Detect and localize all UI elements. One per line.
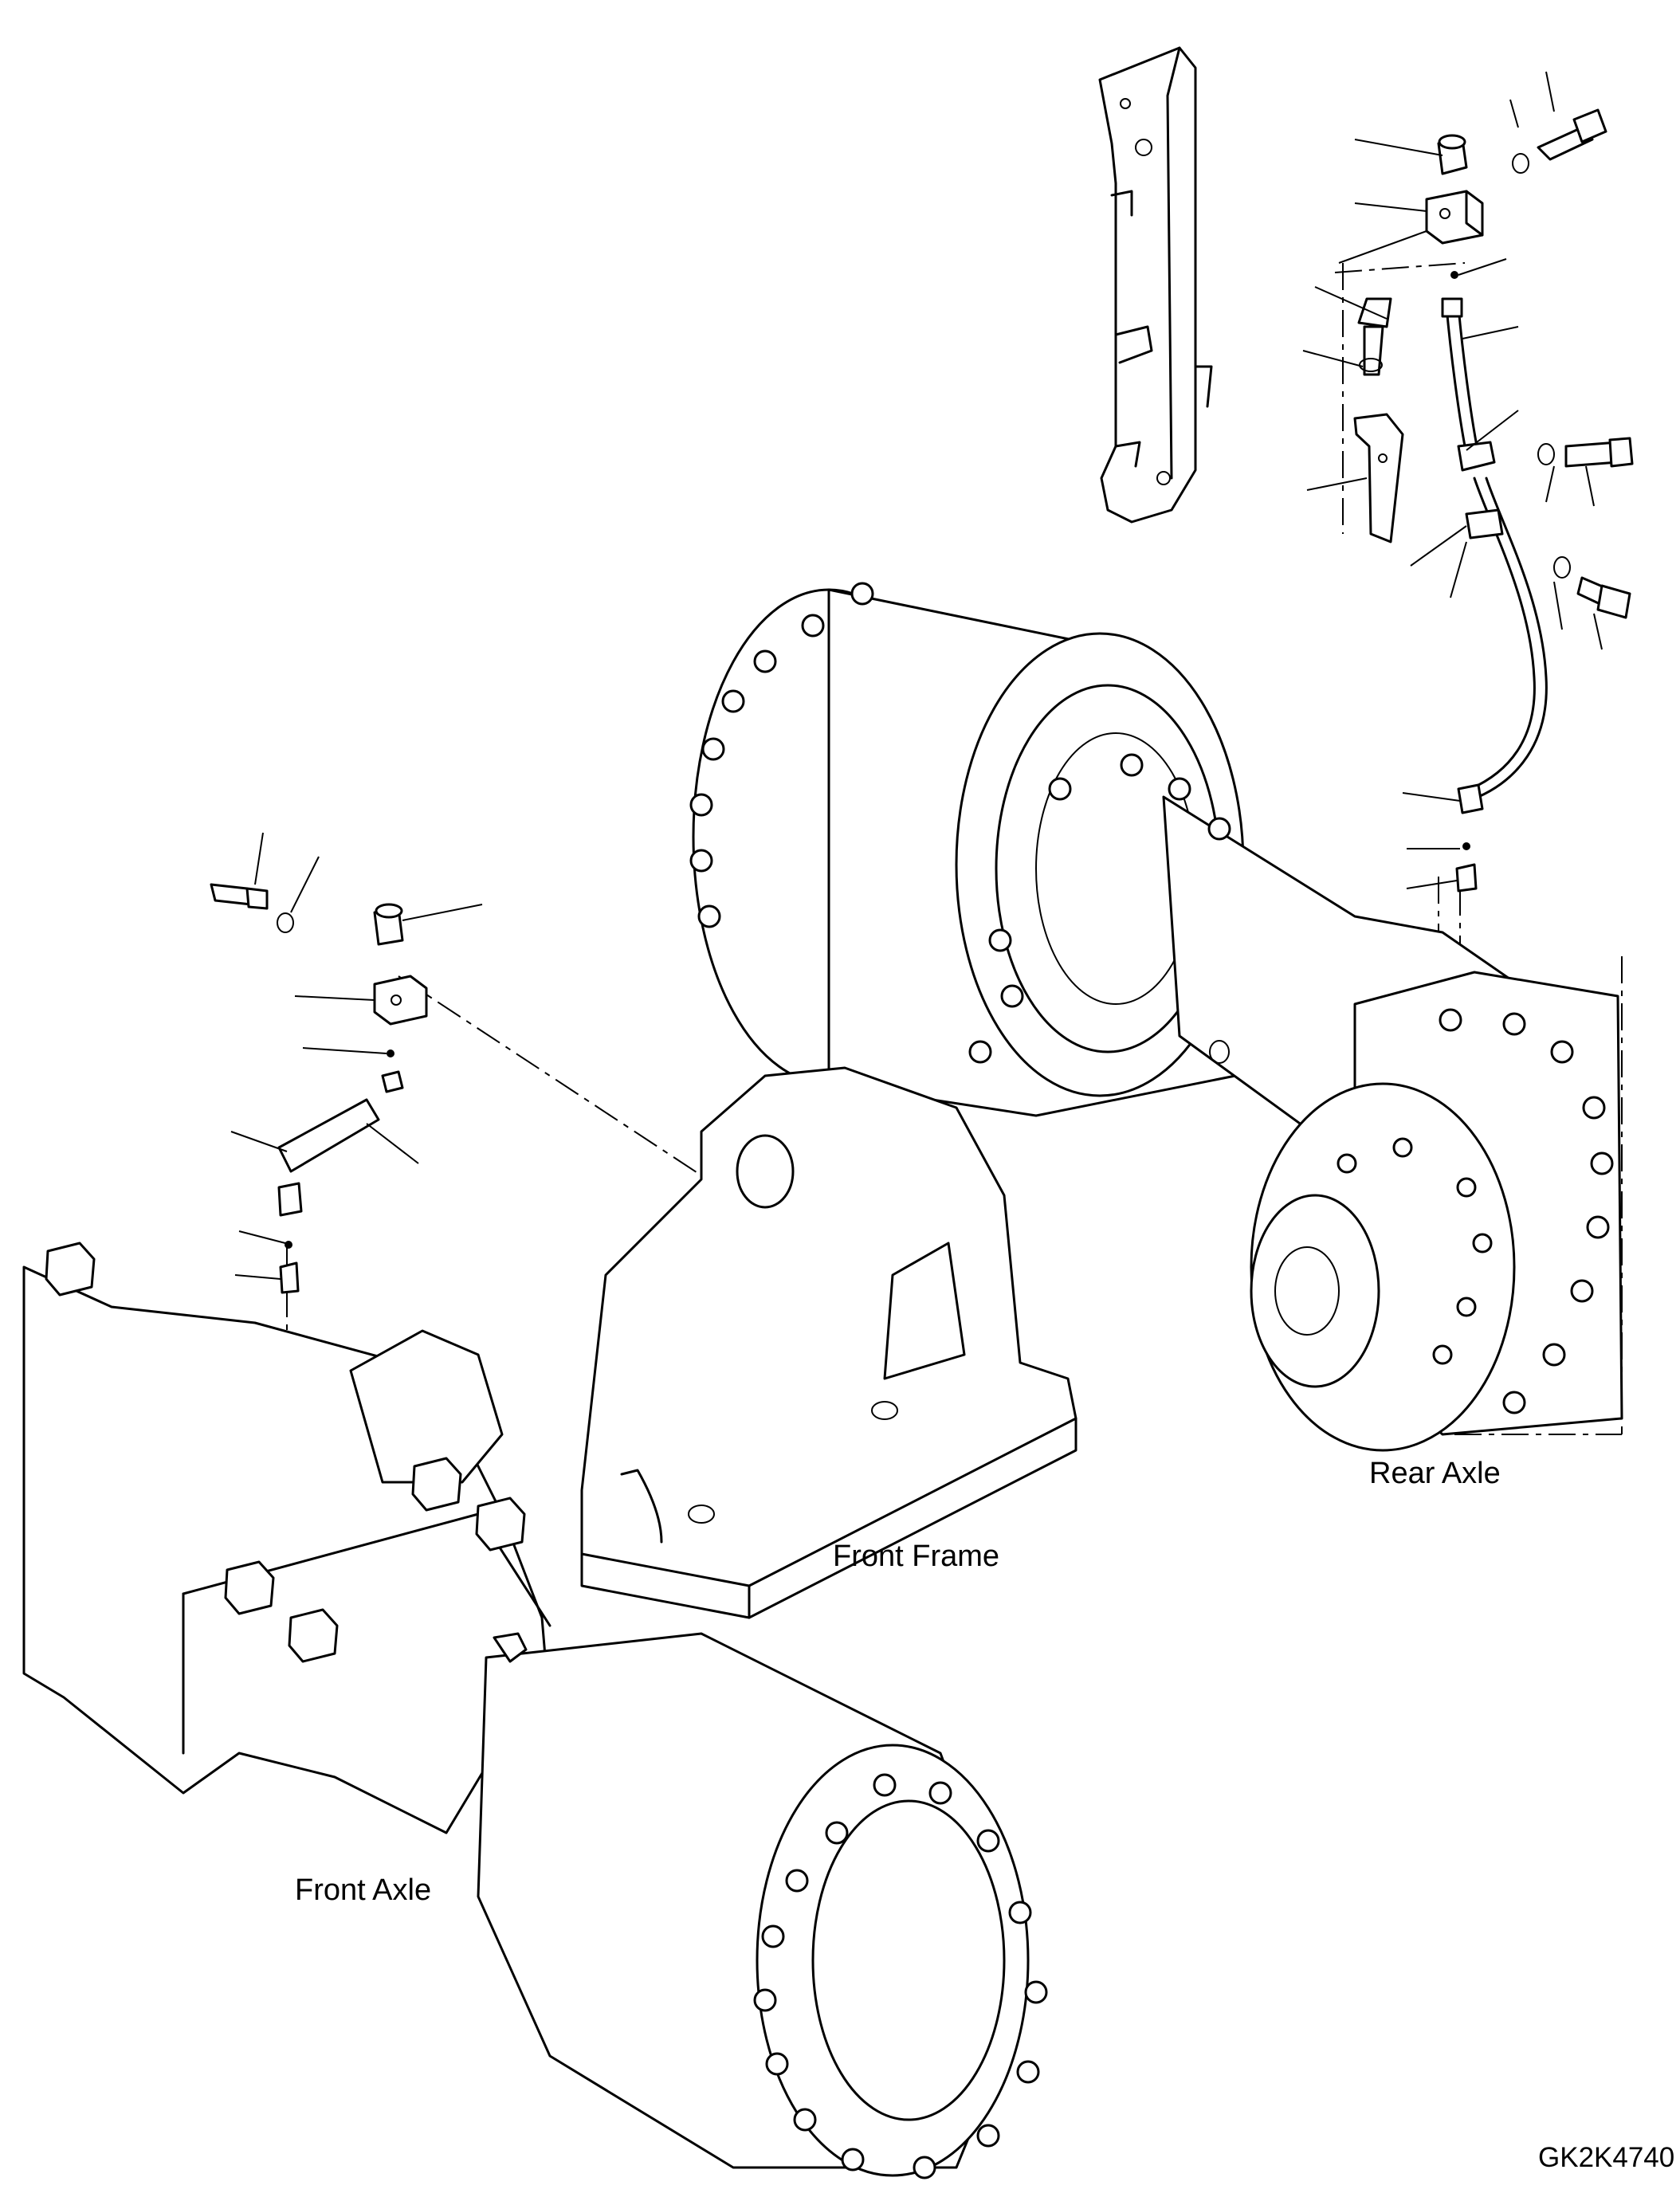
front-axle-bolts: [45, 1242, 1048, 2179]
rear-leader-lines: [1302, 71, 1603, 889]
rear-axle-bolts: [689, 582, 1614, 1414]
rear-hose-assembly: [1353, 108, 1634, 893]
drawing-code: GK2K4740: [1538, 2142, 1675, 2173]
frame-bracket: [1098, 46, 1213, 524]
front-frame-label: Front Frame: [833, 1540, 1000, 1573]
front-leader-lines: [230, 832, 483, 1280]
front-hose-assembly: [210, 883, 428, 1294]
front-frame: [580, 1066, 1077, 1619]
rear-axle: [692, 588, 1623, 1452]
front-axle: [22, 1265, 1030, 2177]
rear-axle-label: Rear Axle: [1369, 1457, 1501, 1490]
front-axle-label: Front Axle: [295, 1873, 432, 1907]
